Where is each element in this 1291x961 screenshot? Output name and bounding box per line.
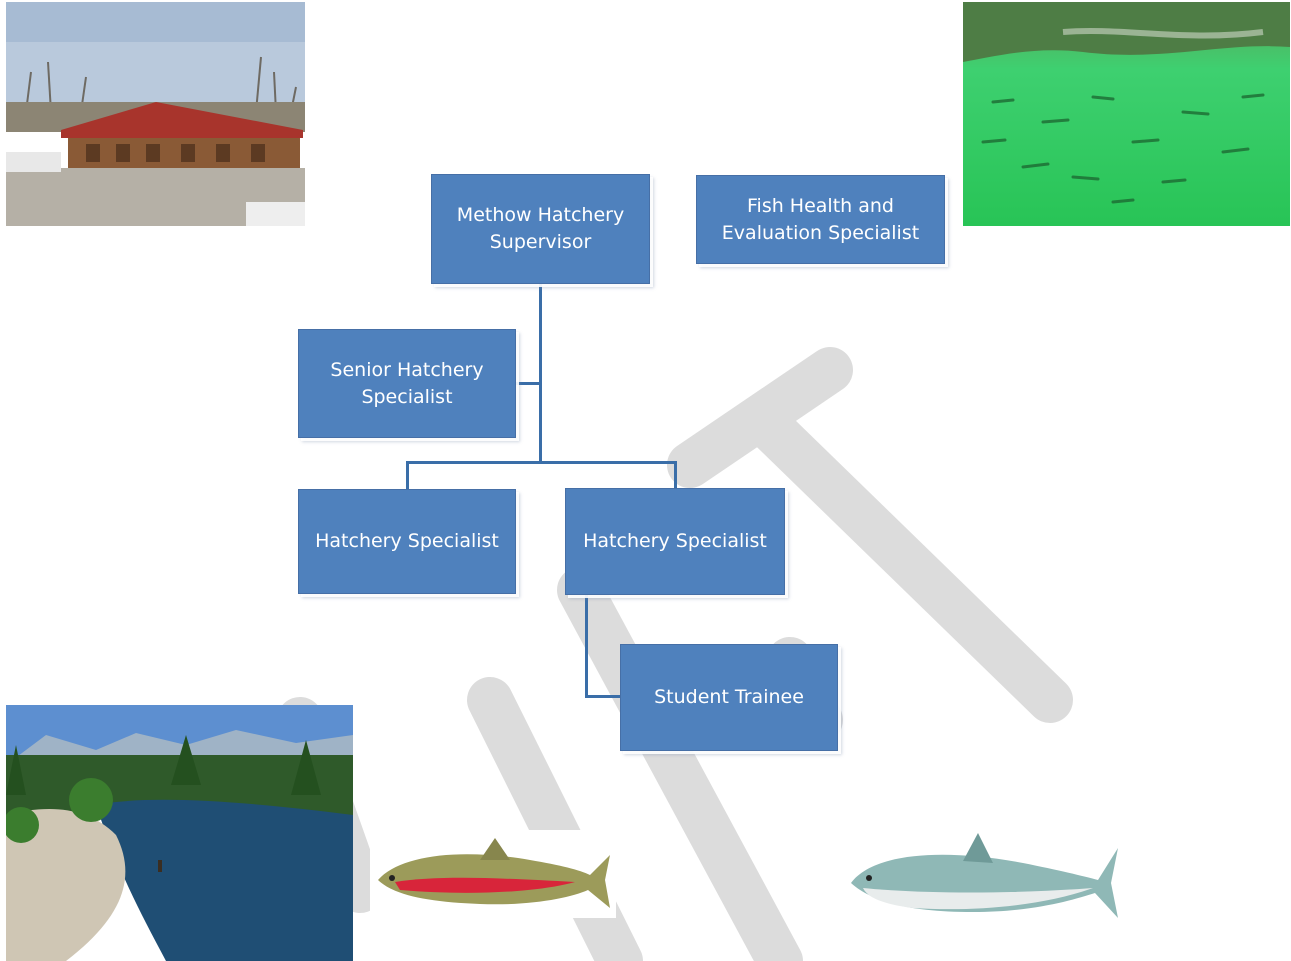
student-trainee-label: Student Trainee bbox=[654, 686, 804, 708]
senior-specialist-label: Senior Hatchery Specialist bbox=[330, 358, 484, 408]
student-trainee-box: Student Trainee bbox=[620, 644, 838, 751]
fish-health-box: Fish Health and Evaluation Specialist bbox=[696, 175, 945, 264]
chinook-salmon-illustration bbox=[843, 828, 1130, 938]
hatchery-building-photo bbox=[6, 2, 305, 226]
connector-supervisor-down bbox=[539, 284, 542, 463]
connector-right-drop bbox=[674, 461, 677, 489]
hatchery-specialist-left-box: Hatchery Specialist bbox=[298, 489, 516, 594]
connector-trainee-vertical bbox=[585, 595, 588, 698]
supervisor-box: Methow Hatchery Supervisor bbox=[431, 174, 650, 284]
connector-senior bbox=[516, 382, 540, 385]
fish-health-label: Fish Health and Evaluation Specialist bbox=[721, 194, 920, 244]
hatchery-specialist-right-label: Hatchery Specialist bbox=[583, 530, 767, 552]
hatchery-specialist-left-label: Hatchery Specialist bbox=[315, 530, 499, 552]
steelhead-trout-illustration bbox=[370, 830, 616, 918]
connector-left-drop bbox=[406, 461, 409, 489]
hatchery-specialist-right-box: Hatchery Specialist bbox=[565, 488, 785, 595]
fish-pond-photo bbox=[963, 2, 1290, 226]
river-photo bbox=[6, 705, 353, 961]
supervisor-label: Methow Hatchery Supervisor bbox=[456, 204, 625, 253]
connector-horizontal bbox=[406, 461, 677, 464]
senior-specialist-box: Senior Hatchery Specialist bbox=[298, 329, 516, 438]
connector-trainee-horizontal bbox=[585, 695, 622, 698]
